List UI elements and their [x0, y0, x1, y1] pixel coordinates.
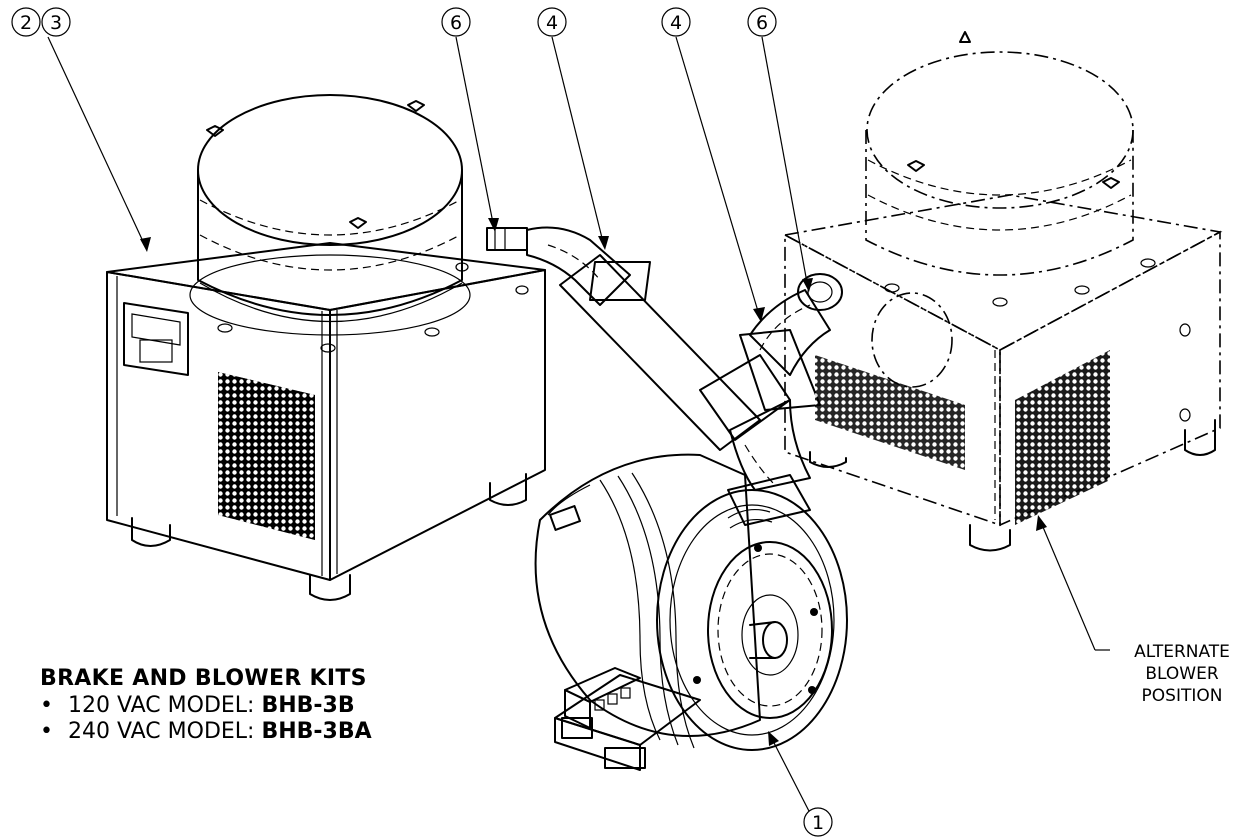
kit-prefix: 120 VAC MODEL: — [68, 693, 262, 718]
blower-inlet-adapter — [727, 474, 811, 526]
alt-filter-canister — [866, 51, 1134, 209]
svg-text:2: 2 — [20, 12, 32, 34]
left-vent-grille — [218, 372, 315, 540]
left-foot-1 — [131, 517, 171, 547]
callout-bubble-4-right: 4 — [661, 7, 691, 37]
alternate-position-label: ALTERNATE BLOWER POSITION — [1134, 642, 1230, 706]
svg-text:4: 4 — [546, 12, 558, 34]
hose-coupler-middle — [699, 354, 791, 441]
callout-bubble-3: 3 — [41, 7, 71, 37]
alternate-blower-unit — [782, 31, 1223, 552]
hose-assembly — [526, 226, 843, 491]
hose-elbow-left — [526, 226, 631, 306]
motor-rear-housing — [534, 453, 761, 737]
callout-bubble-2: 2 — [11, 7, 41, 37]
brake-front-face — [656, 489, 848, 751]
terminal-block — [564, 667, 641, 703]
alternate-label-line1: ALTERNATE — [1134, 642, 1230, 662]
kit-item-240vac: • 240 VAC MODEL: BHB-3BA — [40, 719, 372, 745]
left-foot-2 — [309, 574, 351, 601]
hose-coupler-left — [589, 261, 651, 301]
left-blower-unit — [106, 94, 546, 601]
alternate-label-line3: POSITION — [1142, 686, 1223, 706]
bullet: • — [40, 693, 53, 718]
hose-elbow-lower — [729, 399, 811, 491]
output-shaft — [762, 621, 788, 659]
callout-bubble-6-right: 6 — [747, 7, 777, 37]
alternate-label-line2: BLOWER — [1145, 664, 1218, 684]
left-outlet-clamp — [486, 227, 528, 251]
kit-model-number: BHB-3B — [261, 693, 355, 718]
brake-motor-unit — [534, 453, 848, 771]
callout-bubble-1: 1 — [803, 807, 833, 837]
kits-title: BRAKE AND BLOWER KITS — [40, 666, 367, 691]
svg-text:1: 1 — [812, 812, 824, 834]
alt-vent-grille-front — [815, 355, 965, 470]
knob — [206, 125, 224, 137]
right-outlet-clamp — [797, 273, 843, 311]
svg-text:3: 3 — [50, 12, 62, 34]
left-foot-3 — [489, 473, 527, 506]
left-box-side-face — [329, 269, 546, 581]
hose-straight-left — [559, 254, 761, 451]
callout-bubble-4-left: 4 — [537, 7, 567, 37]
alt-foot-2 — [1184, 419, 1216, 456]
left-box-top — [106, 242, 546, 311]
svg-text:6: 6 — [756, 12, 768, 34]
alt-vent-grille-side — [1015, 350, 1110, 525]
alt-foot-1 — [969, 524, 1011, 552]
alt-inlet-opening — [871, 292, 953, 388]
kits-list: • 120 VAC MODEL: BHB-3B • 240 VAC MODEL: B… — [40, 693, 372, 745]
power-switch-panel — [123, 302, 189, 376]
hose-straight-right — [739, 329, 821, 411]
bullet: • — [40, 719, 53, 744]
callout-leaders — [47, 36, 1110, 818]
kits-note: BRAKE AND BLOWER KITS • 120 VAC MODEL: BH… — [40, 666, 372, 745]
alt-foot-3 — [809, 451, 847, 468]
knob — [349, 217, 367, 229]
svg-text:6: 6 — [450, 12, 462, 34]
kit-model-number: BHB-3BA — [261, 719, 372, 744]
svg-text:4: 4 — [670, 12, 682, 34]
callout-bubble-6-left: 6 — [441, 7, 471, 37]
kit-item-120vac: • 120 VAC MODEL: BHB-3B — [40, 693, 372, 719]
knob — [407, 100, 425, 112]
left-filter-canister — [189, 94, 471, 336]
kit-prefix: 240 VAC MODEL: — [68, 719, 262, 744]
